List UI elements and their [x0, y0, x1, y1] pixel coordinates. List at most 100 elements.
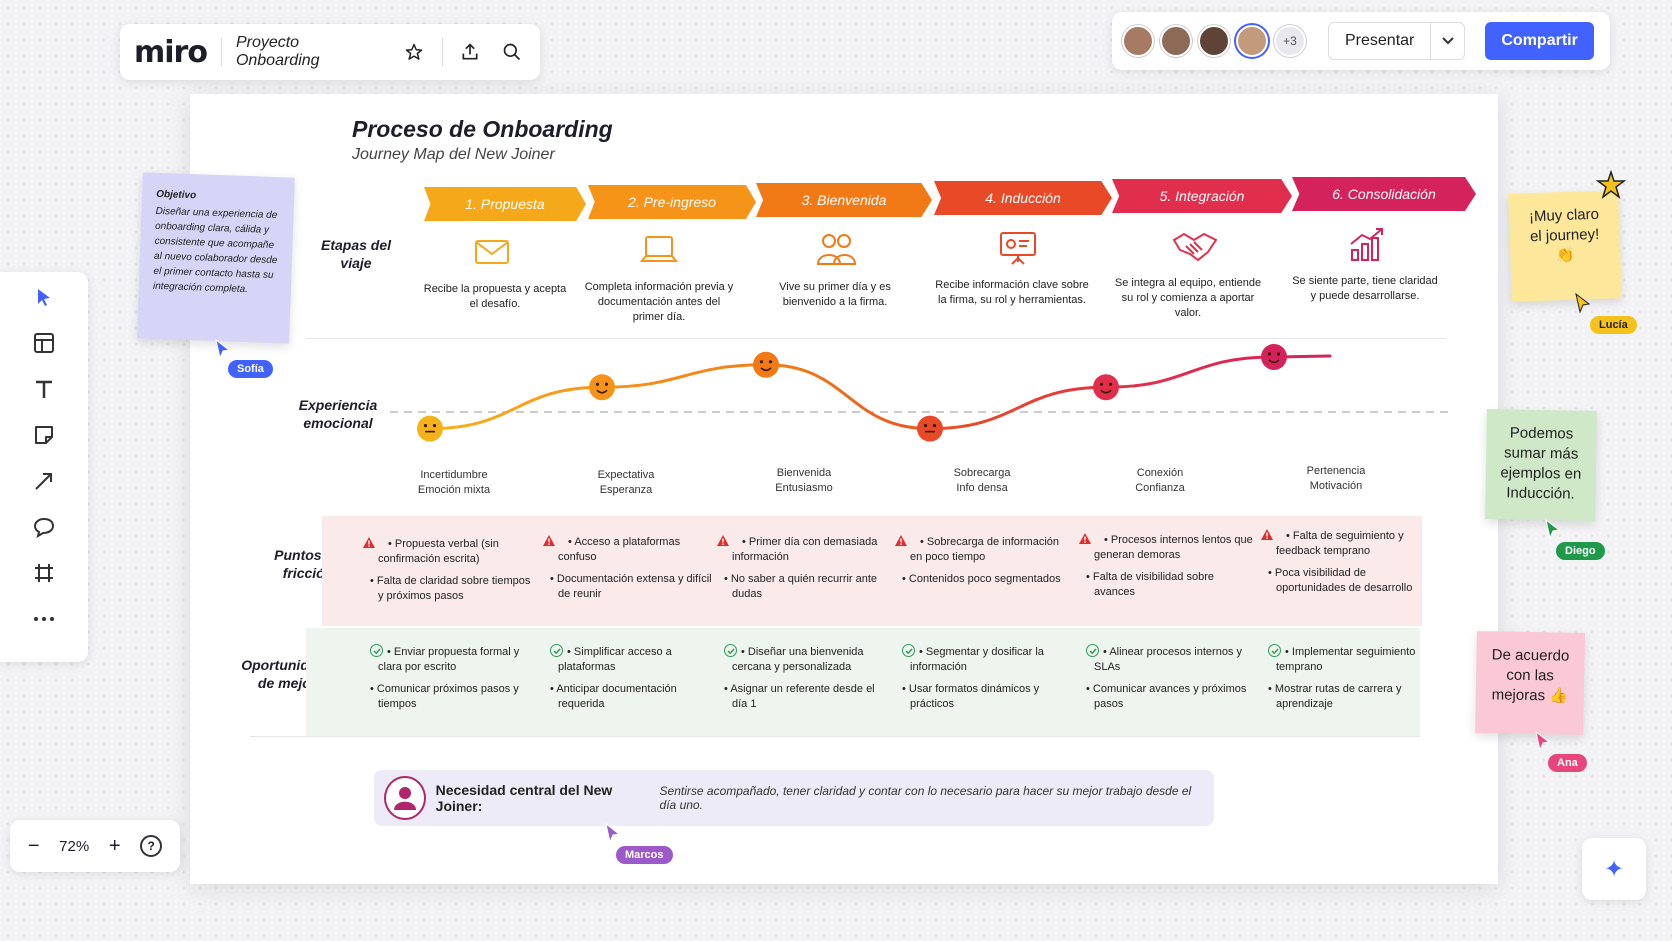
zoom-out-button[interactable]: −	[27, 834, 40, 857]
select-cursor-icon[interactable]	[27, 282, 61, 312]
stage-3-header[interactable]: 3. Bienvenida	[756, 183, 932, 217]
stage-4-header[interactable]: 4. Inducción	[934, 181, 1112, 215]
friction-text: Acceso a plataformas confuso	[558, 536, 681, 563]
sticky-diego-text: Podemos sumar más ejemplos en Inducción.	[1500, 424, 1582, 503]
chevron-down-icon[interactable]	[1430, 23, 1464, 59]
friction-item: • Falta de visibilidad sobre avances	[1086, 571, 1214, 598]
laptop-icon	[640, 236, 678, 262]
journey-map-board[interactable]	[190, 94, 1498, 884]
friction-item: • Primer día con demasiada información	[717, 534, 892, 565]
stage-6-header[interactable]: 6. Consolidación	[1292, 177, 1476, 211]
opportunity-item: • Anticipar documentación requerida	[550, 683, 677, 710]
friction-text: Primer día con demasiada información	[732, 536, 878, 563]
share-button[interactable]: Compartir	[1485, 22, 1594, 60]
opportunity-cell-5: • Alinear procesos internos y SLAs• Comu…	[1084, 644, 1254, 719]
stage-2-description: Completa información previa y documentac…	[584, 281, 734, 323]
avatar[interactable]	[1122, 25, 1154, 57]
sticky-ana-text: De acuerdo con las mejoras 👍	[1491, 646, 1570, 705]
help-icon: ?	[147, 839, 155, 853]
friction-item: • Poca visibilidad de oportunidades de d…	[1268, 567, 1413, 594]
friction-text: Falta de visibilidad sobre avances	[1092, 571, 1214, 598]
avatar[interactable]	[1236, 25, 1268, 57]
sticky-diego[interactable]: Podemos sumar más ejemplos en Inducción.	[1485, 409, 1597, 521]
miro-logo[interactable]: miro	[134, 34, 208, 70]
presentation-icon	[1000, 232, 1036, 265]
friction-text: Contenidos poco segmentados	[908, 573, 1061, 585]
stage-5-description: Se integra al equipo, entiende su rol y …	[1114, 277, 1262, 319]
sticky-lucia-text: ¡Muy claro el journey! 👏	[1528, 205, 1600, 265]
row-divider	[250, 736, 1420, 737]
opportunity-item: • Enviar propuesta formal y clara por es…	[368, 644, 538, 675]
check-circle-icon	[550, 644, 563, 657]
stage-4-label: 4. Inducción	[985, 190, 1061, 206]
stage-2-header[interactable]: 2. Pre-ingreso	[588, 185, 756, 219]
star-icon[interactable]	[400, 38, 428, 66]
more-collaborators[interactable]: +3	[1274, 25, 1306, 57]
sticky-objective[interactable]: Objetivo Diseñar una experiencia de onbo…	[137, 172, 295, 344]
cursor-label-lucia: Lucía	[1590, 316, 1637, 334]
opportunity-text: Comunicar próximos pasos y tiempos	[376, 683, 519, 710]
stage-5-header[interactable]: 5. Integración	[1112, 179, 1292, 213]
opportunity-item: • Diseñar una bienvenida cercana y perso…	[722, 644, 892, 675]
help-button[interactable]: ?	[140, 835, 163, 857]
opportunity-cell-6: • Implementar seguimiento temprano• Most…	[1266, 644, 1436, 719]
friction-item: • Procesos internos lentos que generan d…	[1079, 532, 1254, 563]
check-circle-icon	[1086, 644, 1099, 657]
central-need-banner[interactable]: Necesidad central del New Joiner: Sentir…	[374, 770, 1214, 826]
opportunity-item: • Segmentar y dosificar la información	[900, 644, 1070, 675]
opportunity-item: • Comunicar próximos pasos y tiempos	[370, 683, 519, 710]
zoom-controls: − 72% + ?	[10, 820, 180, 872]
frame-tool-icon[interactable]	[27, 558, 61, 588]
emotion-face-icon	[1093, 374, 1119, 401]
warning-icon	[895, 534, 916, 547]
divider	[220, 38, 222, 66]
ai-sparkle-icon[interactable]: ✦	[1582, 838, 1646, 900]
friction-cell-6: • Falta de seguimiento y feedback tempra…	[1261, 528, 1436, 603]
friction-cell-4: • Sobrecarga de información en poco tiem…	[895, 534, 1070, 594]
check-circle-icon	[1268, 644, 1281, 657]
stage-6-description: Se siente parte, tiene claridad y puede …	[1292, 275, 1438, 302]
friction-cell-2: • Acceso a plataformas confuso• Document…	[543, 534, 718, 609]
stage-1-header[interactable]: 1. Propuesta	[424, 187, 586, 221]
arrow-tool-icon[interactable]	[27, 466, 61, 496]
warning-icon	[1079, 532, 1100, 545]
row-label-emotion: Experiencia emocional	[298, 397, 378, 431]
sticky-note-icon[interactable]	[27, 420, 61, 450]
upload-icon[interactable]	[457, 38, 485, 66]
sticky-ana[interactable]: De acuerdo con las mejoras 👍	[1475, 631, 1585, 735]
opportunity-cell-2: • Simplificar acceso a plataformas • Anti…	[548, 644, 718, 719]
cursor-pointer-icon	[1575, 292, 1591, 314]
sticky-objective-title: Objetivo	[155, 188, 197, 202]
zoom-in-button[interactable]: +	[108, 834, 121, 857]
friction-text: Falta de seguimiento y feedback temprano	[1276, 530, 1404, 557]
friction-item: • Falta de claridad sobre tiempos y próx…	[370, 575, 531, 602]
zoom-level[interactable]: 72%	[59, 837, 90, 855]
central-need-text: Sentirse acompañado, tener claridad y co…	[659, 784, 1192, 812]
board-name[interactable]: Proyecto Onboarding	[235, 34, 320, 69]
search-icon[interactable]	[498, 38, 526, 66]
friction-cell-5: • Procesos internos lentos que generan d…	[1079, 532, 1254, 607]
present-button[interactable]: Presentar	[1328, 22, 1466, 60]
row-label-stages: Etapas del viaje	[320, 237, 392, 271]
warning-icon	[717, 534, 738, 547]
templates-icon[interactable]	[27, 328, 61, 358]
comment-icon[interactable]	[27, 512, 61, 542]
opportunity-item: • Simplificar acceso a plataformas	[548, 644, 718, 675]
avatar[interactable]	[1198, 25, 1230, 57]
friction-cell-3: • Primer día con demasiada información• …	[717, 534, 892, 609]
emotion-face-icon	[1261, 343, 1287, 370]
friction-text: Procesos internos lentos que generan dem…	[1094, 534, 1253, 561]
more-tools-icon[interactable]	[27, 604, 61, 634]
emotion-line	[428, 354, 1332, 431]
handshake-icon	[1172, 232, 1218, 262]
avatar[interactable]	[1160, 25, 1192, 57]
opportunity-item: • Alinear procesos internos y SLAs	[1084, 644, 1254, 675]
sticky-lucia[interactable]: ¡Muy claro el journey! 👏	[1508, 190, 1622, 302]
board-subtitle: Journey Map del New Joiner	[352, 146, 555, 163]
friction-cell-1: • Propuesta verbal (sin confirmación esc…	[363, 536, 538, 611]
star-sticker-icon	[1596, 170, 1626, 199]
friction-item: • Acceso a plataformas confuso	[543, 534, 718, 565]
text-tool-icon[interactable]	[27, 374, 61, 404]
